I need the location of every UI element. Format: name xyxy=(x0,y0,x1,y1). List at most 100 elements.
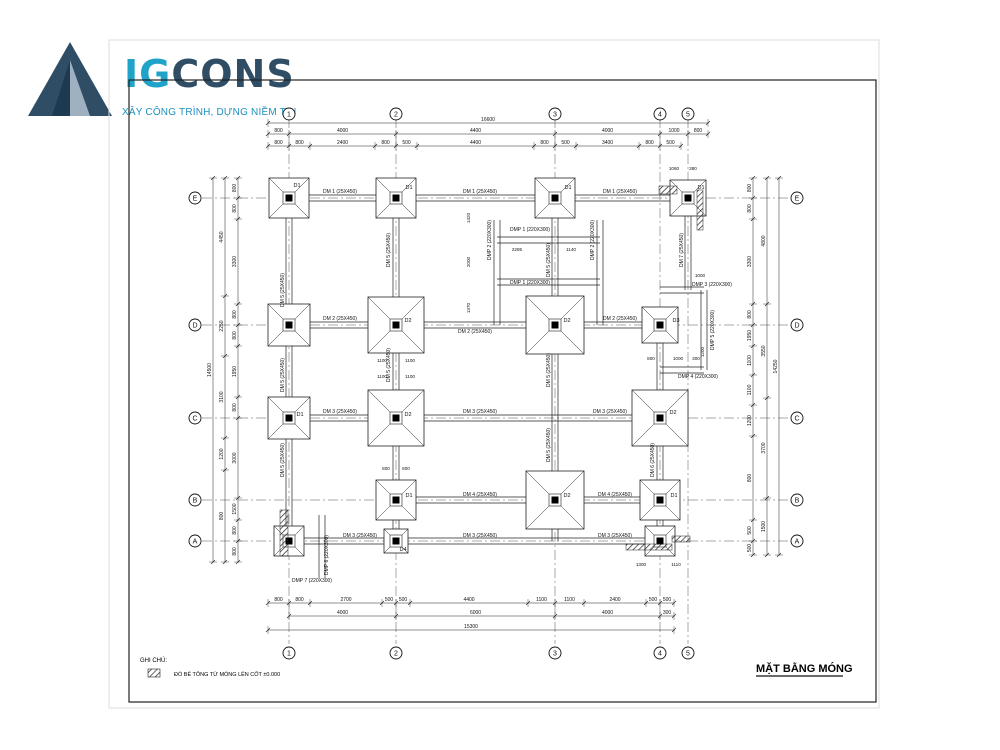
beam-label: DM 1 (25X450) xyxy=(323,189,357,195)
footing-label: D1 xyxy=(405,493,412,499)
column xyxy=(392,414,400,422)
drawing-title: MẶT BẰNG MÓNG xyxy=(756,662,853,675)
beam-label: DM 4 (25X450) xyxy=(463,492,497,498)
beam-label: DM 2 (25X450) xyxy=(323,316,357,322)
dim-text: 500 xyxy=(402,140,411,146)
grid-bubble-label: A xyxy=(795,539,800,546)
grid-bubble-label: B xyxy=(795,498,800,505)
dim-text: 3700 xyxy=(761,442,767,453)
dim-text: 4400 xyxy=(470,140,481,146)
dim-text: 500 xyxy=(663,597,672,603)
dim-text: 800 xyxy=(645,140,654,146)
beam-label: DM 3 (25X450) xyxy=(323,409,357,415)
beam-label: DM 5 (25X450) xyxy=(280,273,286,307)
small-dim-text: 1100 xyxy=(405,374,415,379)
column xyxy=(285,194,293,202)
beam-label: DM 1 (25X450) xyxy=(603,189,637,195)
hatch-wall xyxy=(625,543,673,551)
sheet-border xyxy=(108,39,880,709)
dim-text: 1200 xyxy=(747,415,753,426)
dim-text: 14250 xyxy=(773,359,779,373)
dim-text: 500 xyxy=(399,597,408,603)
grid-bubble-label: 2 xyxy=(394,651,398,658)
beam-label: DM 5 (25X450) xyxy=(280,358,286,392)
footing-label: D2 xyxy=(669,410,676,416)
dim-text: 500 xyxy=(666,140,675,146)
column xyxy=(656,537,664,545)
column xyxy=(551,496,559,504)
column xyxy=(684,194,692,202)
grid-bubble-col xyxy=(389,646,403,660)
footing-label: D1 xyxy=(405,185,412,191)
grid-bubble-label: E xyxy=(193,196,198,203)
small-dim-text: 2285 xyxy=(512,247,523,252)
grid-bubble-label: 4 xyxy=(658,112,662,119)
hatch-wall xyxy=(658,185,678,195)
brand-name: IGCONS xyxy=(124,52,295,96)
grid-bubble-col xyxy=(548,646,562,660)
small-dim-text: 1000 xyxy=(673,356,684,361)
beam-label: DM 5 (25X450) xyxy=(546,243,552,277)
grid-bubble-label: D xyxy=(794,323,799,330)
dim-text: 500 xyxy=(561,140,570,146)
dim-text: 800 xyxy=(747,310,753,319)
small-dim-text: 300 xyxy=(692,356,700,361)
footing-label: D2 xyxy=(563,318,570,324)
dim-text: 1200 xyxy=(219,448,225,459)
beam-label: DMP 7 (220X300) xyxy=(292,578,332,584)
footing-label: D2 xyxy=(563,493,570,499)
grid-bubble-col xyxy=(282,646,296,660)
small-dim-text: 1100 xyxy=(377,358,387,363)
footing-label: D2 xyxy=(404,412,411,418)
grid-bubble-row xyxy=(188,318,202,332)
beam-label: DM 5 (25X450) xyxy=(386,348,392,382)
small-dim-text: 800 xyxy=(647,356,655,361)
dim-text: 500 xyxy=(385,597,394,603)
beam-label: DM 2 (25X450) xyxy=(603,316,637,322)
grid-bubble-label: 1 xyxy=(287,112,291,119)
dim-text: 500 xyxy=(649,597,658,603)
column xyxy=(656,414,664,422)
dim-text: 2250 xyxy=(219,320,225,331)
small-dim-text: 1420 xyxy=(466,212,471,223)
beam-labels: DM 1 (25X450)DM 1 (25X450)DM 1 (25X450)D… xyxy=(280,189,732,584)
dim-text: 4000 xyxy=(337,128,348,134)
footing-label: D4 xyxy=(399,547,406,553)
dim-text: 1500 xyxy=(232,503,238,514)
dim-text: 800 xyxy=(540,140,549,146)
dim-text: 3000 xyxy=(232,452,238,463)
small-dim-text: 800 xyxy=(382,466,390,471)
dim-text: 800 xyxy=(232,331,238,340)
grid-bubble-row xyxy=(790,318,804,332)
grid-bubble-label: E xyxy=(795,196,800,203)
footing-label: D1 xyxy=(670,493,677,499)
beam-label: DM 3 (25X450) xyxy=(463,409,497,415)
dim-text: 500 xyxy=(747,544,753,553)
grid-bubble-row xyxy=(188,411,202,425)
beam-label: DM 6 (25X450) xyxy=(650,443,656,477)
grid-bubble-label: A xyxy=(193,539,198,546)
footing-label: D1 xyxy=(697,185,704,191)
hatch-wall xyxy=(279,509,289,557)
beam-label: DM 3 (25X450) xyxy=(343,533,377,539)
dim-text: 3100 xyxy=(219,391,225,402)
footing-label: D3 xyxy=(672,318,679,324)
small-dim-text: 1100 xyxy=(405,358,415,363)
grid-bubble-col xyxy=(282,107,296,121)
grid-bubble-label: C xyxy=(794,416,799,423)
grid-bubble-label: 3 xyxy=(553,112,557,119)
beam-label: DMP 2 (220X300) xyxy=(487,220,493,260)
grid-bubble-label: 1 xyxy=(287,651,291,658)
column xyxy=(656,321,664,329)
footing-label: D2 xyxy=(404,318,411,324)
small-dim-text: 380 xyxy=(689,166,697,171)
beam-label: DMP 4 (220X300) xyxy=(678,374,718,380)
grid-bubble-col xyxy=(653,107,667,121)
grid-bubble-row xyxy=(188,534,202,548)
dim-text: 1100 xyxy=(747,384,753,395)
brand-tagline: XÂY CÔNG TRÌNH, DỰNG NIỀM TIN xyxy=(122,107,297,118)
